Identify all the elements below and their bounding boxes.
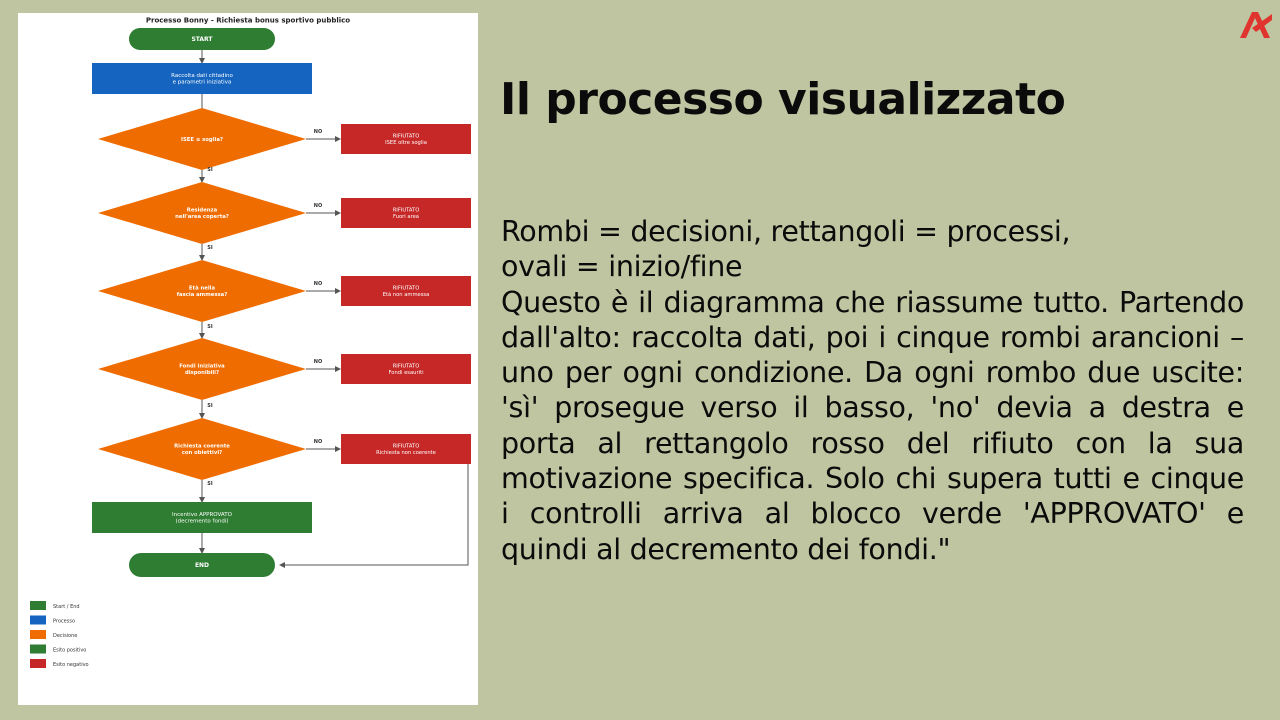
end-label: END: [195, 562, 209, 569]
no-label: NO: [314, 439, 322, 445]
flowchart-panel: Processo Bonny - Richiesta bonus sportiv…: [18, 13, 478, 705]
slide-body: Rombi = decisioni, rettangoli = processi…: [501, 214, 1244, 567]
no-label: NO: [314, 203, 322, 209]
no-label: NO: [314, 359, 322, 365]
yes-label: SI: [207, 245, 213, 251]
start-label: START: [191, 36, 213, 43]
approved-node: [92, 502, 312, 533]
legend-label: Decisione: [53, 633, 77, 639]
yes-label: SI: [207, 167, 213, 173]
legend-label: Esito negativo: [53, 662, 89, 668]
rejection-node: [341, 354, 471, 384]
edge-rejection-end: [279, 464, 469, 568]
legend-swatch: [30, 630, 46, 639]
slide-title: Il processo visualizzato: [500, 74, 1066, 125]
legend-label: Start / End: [53, 604, 80, 610]
diagram-title: Processo Bonny - Richiesta bonus sportiv…: [146, 16, 350, 24]
no-label: NO: [314, 129, 322, 135]
decision-node: [98, 260, 306, 322]
yes-label: SI: [207, 481, 213, 487]
brand-logo-icon: [1240, 12, 1272, 38]
yes-label: SI: [207, 324, 213, 330]
end-node: [129, 553, 275, 577]
legend-line-1: Rombi = decisioni, rettangoli = processi…: [501, 215, 1071, 248]
rejection-node: [341, 276, 471, 306]
approved-label: Incentivo APPROVATO(decremento fondi): [172, 512, 233, 525]
decision-node: [98, 108, 306, 170]
legend-line-2: ovali = inizio/fine: [501, 250, 743, 284]
rejection-node: [341, 124, 471, 154]
legend-label: Processo: [53, 619, 75, 625]
decision-label: ISEE ≤ soglia?: [181, 137, 223, 143]
explanation-paragraph: Questo è il diagramma che riassume tutto…: [501, 285, 1244, 566]
legend-swatch: [30, 615, 46, 625]
rejection-node: [341, 434, 471, 464]
decision-node: [98, 182, 306, 244]
decision-node: [98, 418, 306, 480]
legend-label: Esito positivo: [53, 648, 86, 654]
start-node: [129, 28, 275, 50]
yes-label: SI: [207, 403, 213, 409]
decision-node: [98, 338, 306, 400]
process-node: [92, 63, 312, 94]
flowchart: Processo Bonny - Richiesta bonus sportiv…: [30, 16, 471, 668]
rejection-node: [341, 198, 471, 228]
legend-swatch: [30, 601, 46, 610]
legend-swatch: [30, 659, 46, 668]
no-label: NO: [314, 281, 322, 287]
legend-swatch: [30, 644, 46, 654]
